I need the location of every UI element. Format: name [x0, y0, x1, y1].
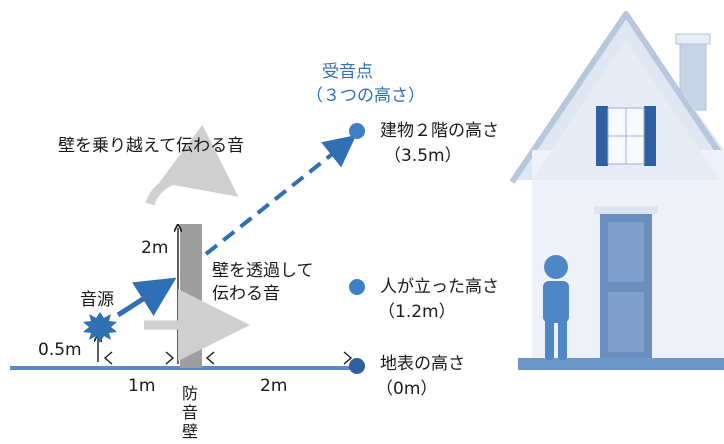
receiver-ground-value: （0m）: [376, 379, 438, 399]
source-to-wall-label: 1m: [128, 376, 156, 396]
receiver-mid-name: 人が立った高さ: [380, 277, 499, 297]
receiver-high-name: 建物２階の高さ: [380, 121, 499, 141]
noise-barrier-wall: [180, 224, 202, 368]
receiver-mid-value: （1.2m）: [378, 302, 456, 322]
wall-height-label: 2m: [141, 238, 169, 258]
noise-barrier-label: 防 音 壁: [181, 384, 199, 441]
receiver-high-value: （3.5m）: [384, 146, 462, 166]
through-wall-label-1: 壁を透過して: [212, 261, 314, 281]
receiver-subtitle: （３つの高さ）: [306, 86, 425, 106]
sound-source-label: 音源: [80, 290, 114, 310]
house-illustration: [509, 11, 724, 370]
diffraction-curve-arrow: [145, 124, 239, 206]
receiver-point-mid: [349, 279, 365, 295]
noise-barrier-char-2: 音: [181, 403, 198, 422]
receiver-title: 受音点: [322, 62, 373, 82]
through-wall-label-2: 伝わる音: [212, 284, 280, 304]
sound-source-burst: [83, 312, 117, 343]
distance-ticks: [103, 351, 353, 365]
over-wall-path-solid: [116, 277, 177, 318]
noise-barrier-char-1: 防: [181, 384, 198, 403]
noise-barrier-char-3: 壁: [181, 422, 198, 441]
source-height-label: 0.5m: [38, 340, 82, 360]
receiver-point-ground: [349, 358, 365, 374]
over-wall-path-dashed: [204, 135, 357, 256]
wall-to-receiver-label: 2m: [260, 376, 288, 396]
receiver-point-high: [349, 123, 365, 139]
person-silhouette: [543, 255, 569, 360]
receiver-ground-name: 地表の高さ: [380, 354, 465, 374]
over-wall-label: 壁を乗り越えて伝わる音: [58, 136, 245, 156]
